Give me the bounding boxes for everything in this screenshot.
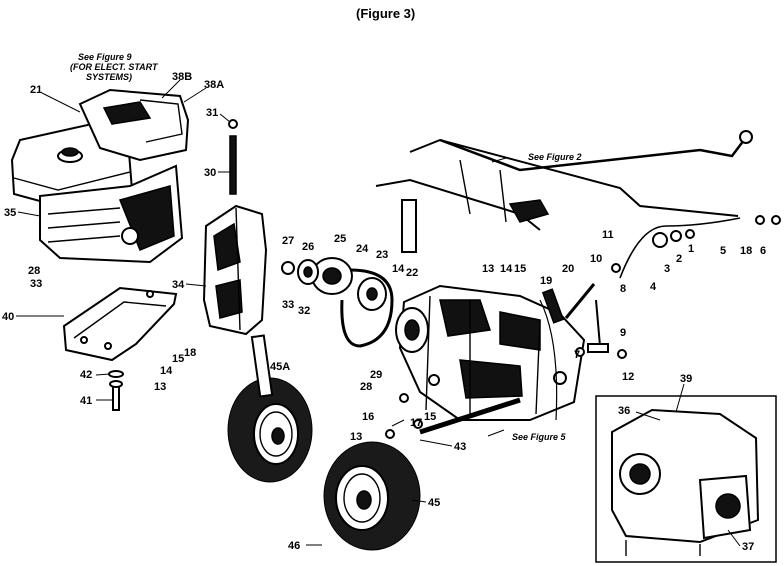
label-4: 4 bbox=[650, 281, 657, 293]
shift-lever bbox=[541, 263, 627, 359]
label-17: 17 bbox=[410, 417, 422, 429]
figure-title: (Figure 3) bbox=[356, 6, 415, 21]
label-31: 31 bbox=[206, 107, 218, 119]
label-9: 9 bbox=[620, 327, 626, 339]
label-8: 8 bbox=[620, 283, 626, 295]
label-42: 42 bbox=[80, 369, 92, 381]
note-see-fig9: See Figure 9 bbox=[78, 52, 132, 62]
label-41: 41 bbox=[80, 395, 92, 407]
inset-engine bbox=[595, 395, 777, 563]
note-see-fig2: See Figure 2 bbox=[528, 152, 582, 162]
label-14c: 14 bbox=[500, 263, 513, 275]
label-37: 37 bbox=[742, 541, 754, 553]
label-7: 7 bbox=[574, 349, 580, 361]
label-35: 35 bbox=[4, 207, 16, 219]
label-38b: 38B bbox=[172, 71, 192, 83]
figure-notes: See Figure 9 (FOR ELECT. START SYSTEMS) … bbox=[70, 52, 582, 442]
label-38a: 38A bbox=[204, 79, 224, 91]
wheel-45a bbox=[227, 377, 313, 483]
label-20: 20 bbox=[562, 263, 574, 275]
label-46: 46 bbox=[288, 540, 300, 552]
throttle-control bbox=[619, 215, 781, 279]
label-40: 40 bbox=[2, 311, 14, 323]
label-16: 16 bbox=[362, 411, 374, 423]
note-see-fig5: See Figure 5 bbox=[512, 432, 567, 442]
leader-lines bbox=[16, 79, 741, 547]
label-13a: 13 bbox=[154, 381, 166, 393]
label-45: 45 bbox=[428, 497, 440, 509]
label-15c: 15 bbox=[424, 411, 436, 423]
handlebar-assembly bbox=[375, 130, 753, 253]
label-25: 25 bbox=[334, 233, 346, 245]
label-30: 30 bbox=[204, 167, 216, 179]
bolt-41 bbox=[108, 370, 124, 411]
wheel-45 bbox=[323, 441, 421, 551]
link-bar bbox=[250, 334, 274, 398]
note-elect-start: (FOR ELECT. START bbox=[70, 62, 159, 72]
label-39: 39 bbox=[680, 373, 692, 385]
label-10: 10 bbox=[590, 253, 602, 265]
label-29: 29 bbox=[370, 369, 382, 381]
label-13c: 13 bbox=[350, 431, 362, 443]
label-28b: 28 bbox=[360, 381, 372, 393]
label-11: 11 bbox=[602, 229, 614, 241]
axle bbox=[385, 393, 521, 439]
label-18b: 18 bbox=[740, 245, 752, 257]
label-23: 23 bbox=[376, 249, 388, 261]
label-6: 6 bbox=[760, 245, 766, 257]
drive-belt bbox=[340, 268, 394, 348]
label-15a: 15 bbox=[172, 353, 184, 365]
label-13b: 13 bbox=[482, 263, 494, 275]
label-33b: 33 bbox=[282, 299, 294, 311]
transmission-case bbox=[395, 284, 586, 421]
label-27: 27 bbox=[282, 235, 294, 247]
label-14a: 14 bbox=[392, 263, 405, 275]
label-28: 28 bbox=[28, 265, 40, 277]
label-34: 34 bbox=[172, 279, 185, 291]
label-1: 1 bbox=[688, 243, 694, 255]
label-2: 2 bbox=[676, 253, 682, 265]
label-18a: 18 bbox=[184, 347, 196, 359]
label-21: 21 bbox=[30, 84, 42, 96]
note-systems: SYSTEMS) bbox=[86, 72, 132, 82]
label-5: 5 bbox=[720, 245, 726, 257]
engine-base-plate bbox=[62, 286, 178, 362]
rod-30 bbox=[228, 119, 238, 195]
pulley-assembly bbox=[281, 257, 353, 295]
label-43: 43 bbox=[454, 441, 466, 453]
label-24: 24 bbox=[356, 243, 369, 255]
label-12: 12 bbox=[622, 371, 634, 383]
label-19: 19 bbox=[540, 275, 552, 287]
engine-assembly bbox=[10, 88, 190, 264]
label-33a: 33 bbox=[30, 278, 42, 290]
label-14b: 14 bbox=[160, 365, 173, 377]
label-22: 22 bbox=[406, 267, 418, 279]
label-3: 3 bbox=[664, 263, 670, 275]
label-36: 36 bbox=[618, 405, 630, 417]
label-45a: 45A bbox=[270, 361, 290, 373]
label-15b: 15 bbox=[514, 263, 526, 275]
label-26: 26 bbox=[302, 241, 314, 253]
label-32: 32 bbox=[298, 305, 310, 317]
part-labels: 21 38B 38A 31 30 35 28 33 34 27 26 25 24… bbox=[2, 71, 766, 553]
mounting-bracket bbox=[202, 204, 268, 336]
